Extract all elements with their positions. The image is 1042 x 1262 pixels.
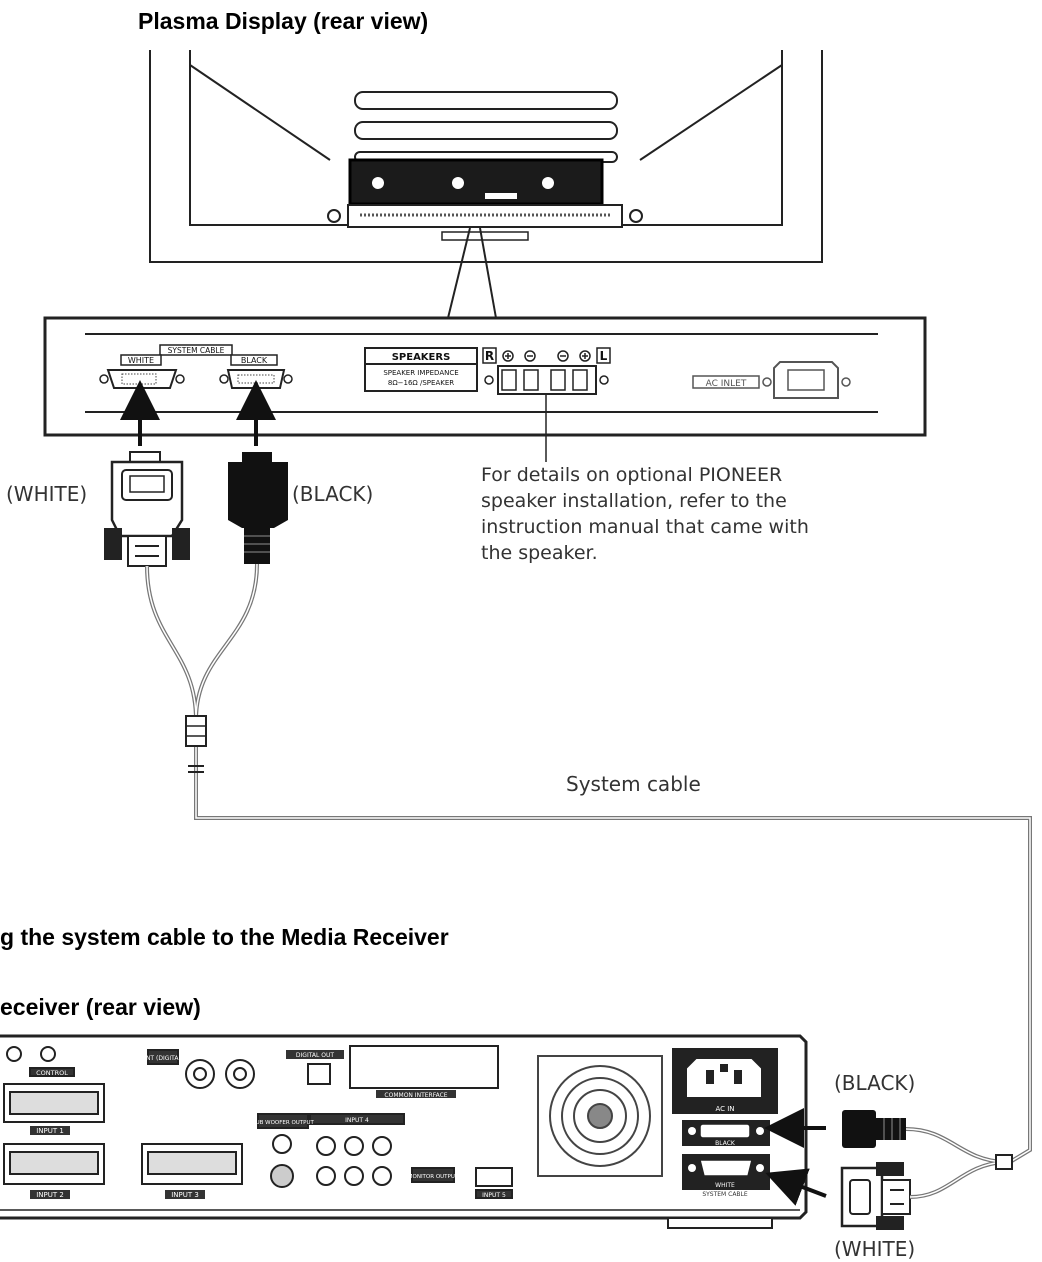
display-terminal-area [327,158,643,241]
insert-arrows-bottom [764,1108,827,1206]
monitor-output-tag: MONITOR OUTPUT [408,1174,459,1180]
input-1-tag: INPUT 1 [36,1127,64,1135]
receiver-cable-joint [995,1154,1013,1170]
ac-inlet: AC INLET [692,361,851,399]
speaker-impedance-line2: 8Ω−16Ω /SPEAKER [388,379,454,387]
control-tag: CONTROL [36,1069,68,1077]
ac-in-tag: AC IN [715,1105,734,1113]
receiver-black-plug [842,1110,906,1148]
cooling-fan [537,1055,663,1177]
common-interface-tag: COMMON INTERFACE [384,1092,447,1099]
system-cable-label: System cable [566,772,701,796]
connect-heading: g the system cable to the Media Receiver [0,924,449,950]
white-plug [104,451,190,567]
speaker-impedance-line1: SPEAKER IMPEDANCE [383,369,458,377]
white-plug-receiver-label: (WHITE) [834,1237,916,1261]
receiver-heading: eceiver (rear view) [0,994,201,1020]
speaker-terminals: R L [482,347,611,462]
antenna-tag: ANT (DIGITAL) [142,1055,184,1062]
ac-inlet-tag: AC INLET [706,379,747,389]
right-channel-marker: R [485,349,494,363]
digital-out-tag: DIGITAL OUT [296,1052,334,1059]
input-2-tag: INPUT 2 [36,1191,64,1199]
system-cable-tag: SYSTEM CABLE [168,346,225,355]
plasma-display-outline [149,50,823,263]
system-cable-bracket: SYSTEM CABLE WHITE BLACK [120,344,278,366]
zoom-lines [447,227,497,319]
white-port [99,369,185,389]
digital-out [286,1050,344,1085]
scart-labels [30,1126,205,1199]
common-interface-slot [349,1045,499,1098]
receiver-white-plug [840,1162,911,1230]
black-plug-label: (BLACK) [292,482,374,506]
left-channel-marker: L [600,349,608,363]
speakers-block: SPEAKERS SPEAKER IMPEDANCE 8Ω−16Ω /SPEAK… [364,347,478,392]
white-tag: WHITE [128,356,154,365]
receiver-black-tag: BLACK [715,1140,736,1147]
scart-connectors [3,1083,243,1185]
black-plug [228,452,288,564]
receiver-system-cable-tag: SYSTEM CABLE [702,1191,748,1198]
speaker-note: For details on optional PIONEER speaker … [481,464,809,564]
antenna-jacks [147,1049,255,1089]
receiver-cable-split [905,1127,1005,1199]
black-port [219,369,293,389]
receiver-white-port [682,1154,770,1190]
black-tag: BLACK [241,356,268,365]
input-3-tag: INPUT 3 [171,1191,199,1199]
black-plug-receiver-label: (BLACK) [834,1071,916,1095]
display-heading: Plasma Display (rear view) [138,8,429,34]
input-5-tag: INPUT 5 [482,1192,506,1199]
control-jacks [6,1046,75,1077]
insert-arrows-top [120,380,276,446]
input-4-tag: INPUT 4 [345,1117,369,1124]
receiver-white-tag: WHITE [715,1182,735,1189]
av-jacks [257,1113,513,1199]
receiver-cable-split-core [905,1128,1005,1198]
system-cable-core [146,563,1031,1163]
white-plug-label: (WHITE) [6,482,88,506]
speakers-title: SPEAKERS [392,352,451,363]
receiver-ac-in [672,1048,778,1114]
cable-joint [185,715,207,773]
sub-woofer-tag: SUB WOOFER OUTPUT [252,1120,314,1126]
receiver-black-port [682,1120,770,1146]
